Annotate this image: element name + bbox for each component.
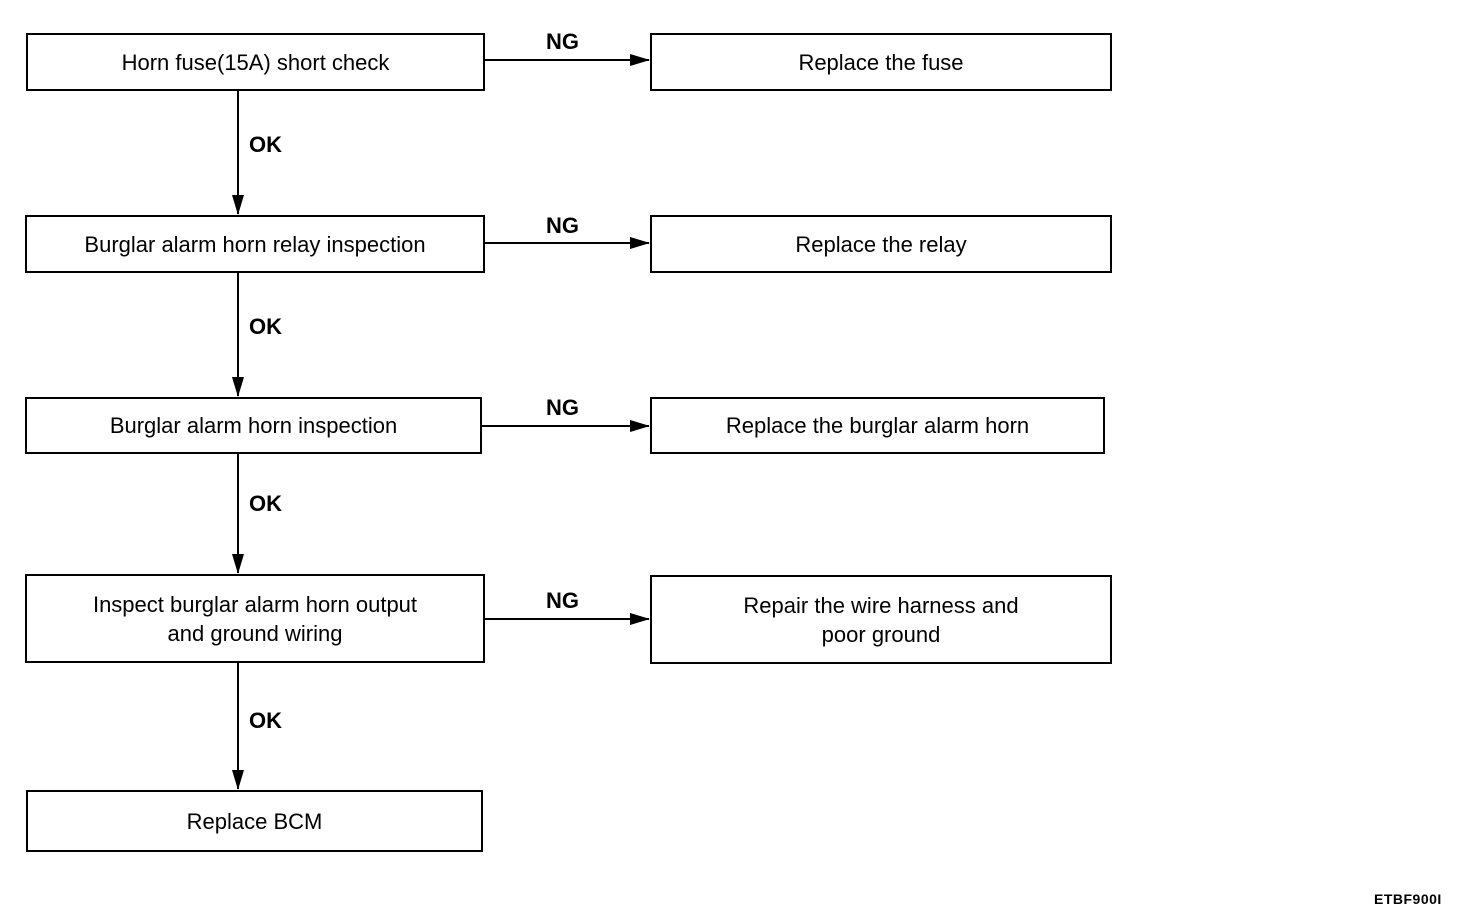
ng-label: NG: [546, 29, 579, 54]
step-label: Replace BCM: [186, 808, 323, 834]
step-output-ground-wiring: Inspect burglar alarm horn output and gr…: [25, 574, 485, 663]
ok-label: OK: [249, 132, 282, 157]
ok-label: OK: [249, 491, 282, 516]
step-horn-inspection: Burglar alarm horn inspection: [25, 397, 482, 454]
step-label-line-2: and ground wiring: [167, 620, 343, 646]
step-horn-fuse-check: Horn fuse(15A) short check: [26, 33, 485, 91]
remedy-replace-horn: Replace the burglar alarm horn: [650, 397, 1105, 454]
step-label: Burglar alarm horn inspection: [109, 413, 398, 438]
step-label-line-1: Inspect burglar alarm horn output: [92, 591, 418, 617]
ng-label: NG: [546, 213, 579, 238]
remedy-label: Replace the relay: [795, 231, 967, 257]
step-horn-relay-inspection: Burglar alarm horn relay inspection: [25, 215, 485, 273]
ng-label: NG: [546, 395, 579, 420]
remedy-repair-wire-harness: Repair the wire harness and poor ground: [650, 575, 1112, 664]
ng-label: NG: [546, 588, 579, 613]
figure-code: ETBF900I: [1374, 891, 1442, 907]
ok-label: OK: [249, 314, 282, 339]
ok-label: OK: [249, 708, 282, 733]
remedy-replace-relay: Replace the relay: [650, 215, 1112, 273]
remedy-replace-fuse: Replace the fuse: [650, 33, 1112, 91]
step-replace-bcm: Replace BCM: [26, 790, 483, 852]
remedy-label-line-1: Repair the wire harness and: [743, 592, 1019, 618]
step-label: Horn fuse(15A) short check: [121, 49, 390, 75]
remedy-label: Replace the fuse: [798, 49, 964, 75]
step-label: Burglar alarm horn relay inspection: [84, 231, 426, 257]
remedy-label-line-2: poor ground: [821, 621, 941, 647]
remedy-label: Replace the burglar alarm horn: [725, 413, 1030, 438]
